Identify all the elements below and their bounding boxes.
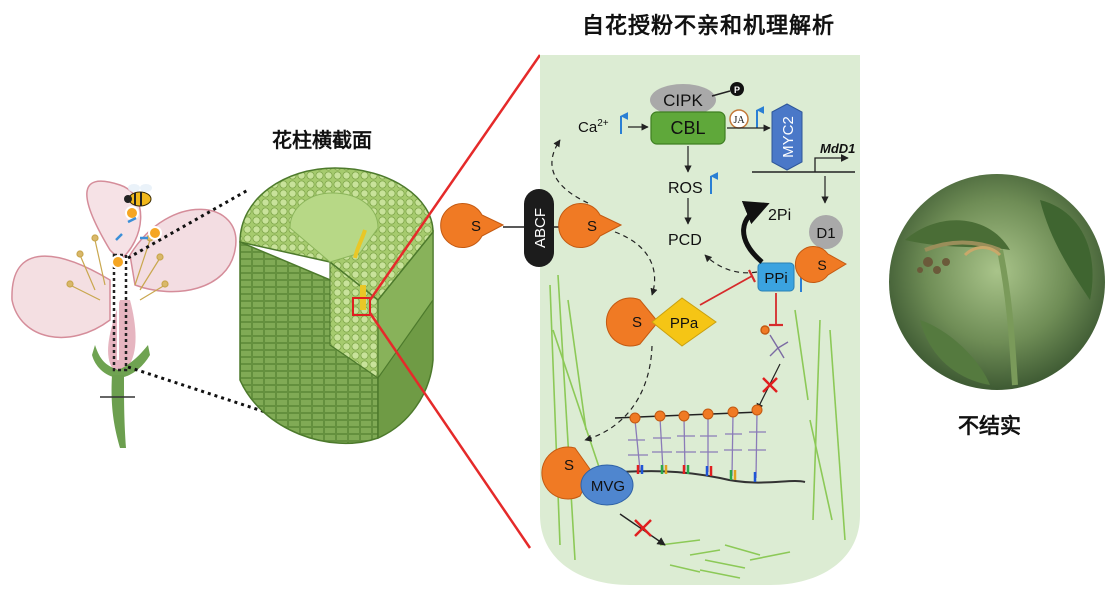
svg-text:PPa: PPa [670, 315, 699, 332]
svg-text:S: S [817, 257, 826, 273]
s-protein-outside: S [440, 203, 505, 248]
ros-label: ROS [668, 172, 719, 197]
red-zoom-line-bottom [368, 312, 532, 549]
main-title: 自花授粉不亲和机理解析 [582, 14, 836, 39]
svg-text:CBL: CBL [670, 118, 705, 138]
myc2-node: MYC2 [771, 103, 803, 171]
abcf-transporter: ABCF [524, 189, 554, 267]
pollen-dots [111, 206, 162, 269]
trna-icon [760, 325, 789, 359]
block-mark-1 [762, 377, 778, 393]
inhibit-bar-ppi [748, 269, 756, 283]
svg-text:MVG: MVG [591, 478, 625, 495]
s-mvg-complex: S MVG [541, 446, 634, 506]
style-cross-section-illustration [239, 167, 434, 445]
svg-text:MYC2: MYC2 [780, 116, 797, 158]
svg-text:ROS: ROS [668, 180, 703, 197]
svg-text:S: S [564, 457, 574, 474]
dashed-ppi-to-pcd [704, 254, 758, 274]
svg-text:PPi: PPi [764, 270, 787, 287]
dashed-s-to-ppa [614, 231, 658, 296]
promoter-arrow [814, 154, 849, 172]
calcium-label: Ca2+ [578, 112, 629, 136]
two-pi-label: 2Pi [768, 207, 791, 224]
phosphate-icon: P [711, 82, 744, 97]
ppi-node: PPi [757, 262, 809, 292]
trna-array [599, 404, 806, 484]
block-mark-2 [634, 519, 652, 537]
dashed-s-to-ca [551, 139, 589, 204]
style-cross-section-title: 花柱横截面 [272, 128, 372, 152]
svg-text:CIPK: CIPK [663, 91, 703, 110]
dashed-ppa-to-mvg [584, 345, 653, 442]
flower-illustration [11, 180, 237, 448]
svg-text:S: S [471, 218, 481, 235]
s-ppa-complex: S PPa [605, 297, 717, 347]
cipk-node: CIPK [650, 84, 716, 116]
zoom-box [352, 297, 371, 316]
inhibit-ppa-to-ppi [699, 275, 753, 306]
red-zoom-line-top [368, 54, 542, 301]
no-fruit-label: 不结实 [958, 414, 1021, 438]
svg-text:ABCF: ABCF [532, 208, 549, 248]
s-protein-inside: S [558, 203, 623, 248]
mdd1-label: MdD1 [820, 141, 855, 156]
pollen-tube-lines [549, 274, 846, 579]
bee-icon [124, 184, 152, 207]
d1-s-complex: D1 S [794, 215, 847, 283]
cbl-node: CBL [650, 111, 726, 145]
zoom-line-top [127, 188, 249, 260]
pcd-label: PCD [668, 232, 702, 249]
svg-text:Ca2+: Ca2+ [578, 118, 609, 136]
svg-text:S: S [632, 314, 642, 331]
svg-text:JA: JA [733, 115, 745, 126]
svg-text:D1: D1 [816, 225, 835, 242]
withered-flower-photo [889, 174, 1105, 390]
curved-arrow-ppi-to-2pi [741, 200, 770, 264]
svg-text:P: P [734, 85, 740, 95]
svg-text:S: S [587, 218, 597, 235]
